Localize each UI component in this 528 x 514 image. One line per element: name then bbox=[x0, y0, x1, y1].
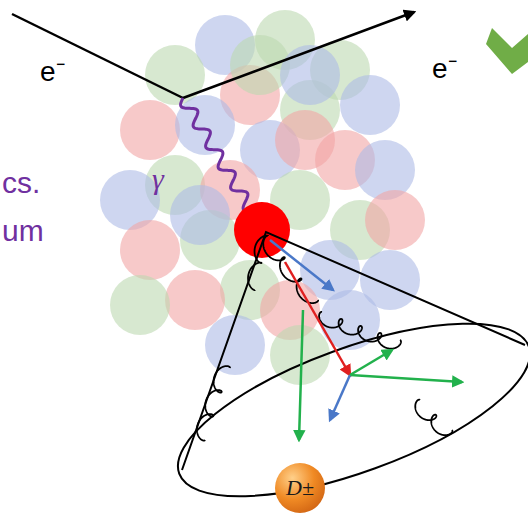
nucleon bbox=[120, 220, 180, 280]
quark-line bbox=[285, 262, 350, 375]
jet-cone-base bbox=[158, 288, 528, 514]
label: um bbox=[2, 216, 44, 246]
nucleon bbox=[170, 185, 230, 245]
quark-line bbox=[350, 350, 392, 375]
nucleon bbox=[280, 45, 340, 105]
quark-line bbox=[299, 310, 303, 440]
nucleon bbox=[110, 275, 170, 335]
nucleon bbox=[145, 45, 205, 105]
nucleon bbox=[230, 35, 290, 95]
particle-label: D± bbox=[286, 477, 314, 499]
nucleon bbox=[340, 75, 400, 135]
nucleon bbox=[165, 270, 225, 330]
quark-line bbox=[270, 240, 333, 290]
nucleon bbox=[120, 100, 180, 160]
gluon bbox=[415, 400, 452, 435]
quark-line bbox=[350, 375, 462, 382]
label: e⁻ bbox=[432, 55, 457, 83]
gluon bbox=[248, 236, 268, 291]
label: e⁻ bbox=[40, 58, 65, 86]
label: cs. bbox=[2, 168, 40, 198]
nucleon bbox=[205, 315, 265, 375]
nucleon bbox=[275, 110, 335, 170]
jet-cone bbox=[182, 232, 525, 470]
nucleon bbox=[365, 190, 425, 250]
electron-line bbox=[12, 14, 183, 98]
photon bbox=[181, 98, 261, 222]
label: γ bbox=[152, 164, 164, 194]
nucleon bbox=[355, 140, 415, 200]
d-meson: D± bbox=[275, 463, 325, 513]
electron-line bbox=[183, 12, 414, 98]
quark-line bbox=[330, 375, 350, 420]
green-arrow bbox=[486, 28, 528, 74]
gluon bbox=[197, 366, 230, 441]
